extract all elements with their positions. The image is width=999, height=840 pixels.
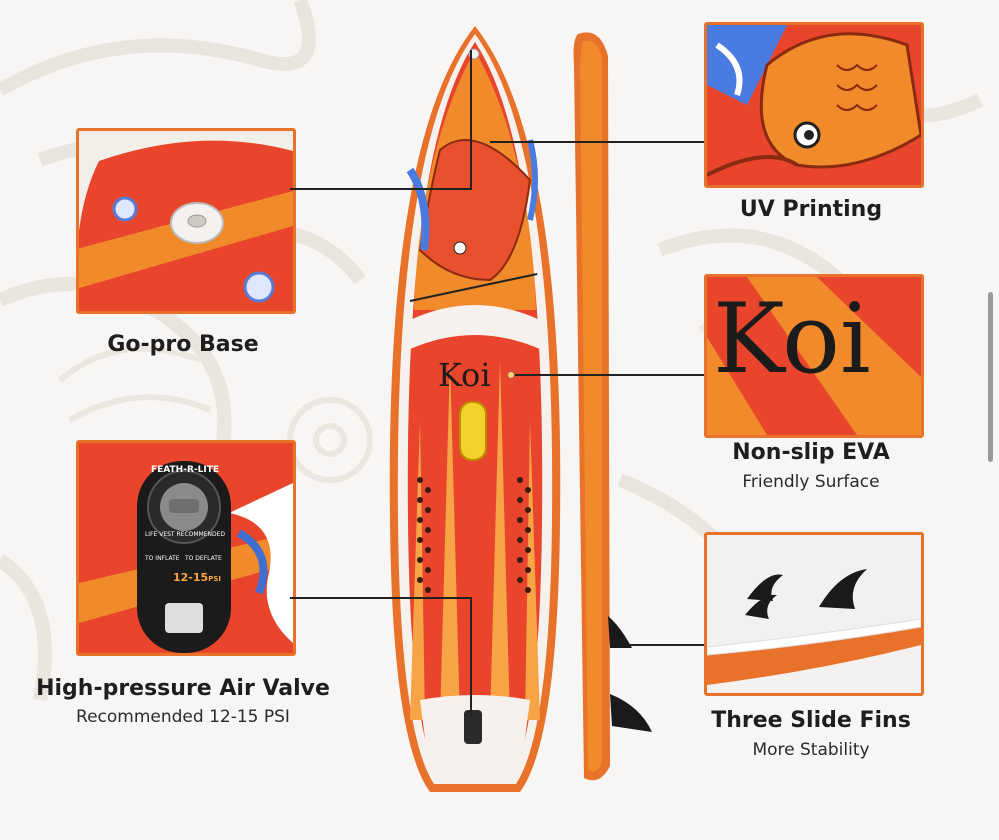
eva-texture	[707, 277, 921, 435]
valve-brand: FEATH-R-LITE	[150, 465, 219, 475]
valve-psi-value: 12-15	[173, 571, 209, 584]
air-valve-subtitle: Recommended 12-15 PSI	[76, 707, 290, 727]
connector-eva	[512, 374, 704, 376]
valve-deflate-label: TO DEFLATE	[185, 555, 222, 562]
paddle-board-side-view	[570, 26, 660, 796]
connector-uv	[490, 141, 704, 143]
slide-fins-panel	[704, 532, 924, 696]
koi-fish-illustration	[707, 25, 921, 185]
uv-printing-title: UV Printing	[739, 197, 883, 222]
connector-gopro-vertical	[470, 50, 472, 190]
gopro-mount-icon	[79, 131, 293, 311]
scrollbar[interactable]	[988, 292, 993, 462]
connector-valve-vertical	[470, 597, 472, 717]
paddle-board-top-view: Koi	[380, 20, 570, 800]
valve-psi-unit: PSI	[208, 575, 221, 583]
non-slip-eva-subtitle: Friendly Surface	[742, 472, 880, 492]
air-valve-panel: FEATH-R-LITE LIFE VEST RECOMMENDED TO IN…	[76, 440, 296, 656]
uv-printing-panel	[704, 22, 924, 188]
slide-fins-title: Three Slide Fins	[711, 708, 911, 733]
non-slip-eva-title: Non-slip EVA	[732, 440, 890, 465]
board-brand-text: Koi	[438, 356, 491, 394]
valve-inflate-label: TO INFLATE	[145, 555, 180, 562]
gopro-title: Go-pro Base	[107, 332, 259, 357]
air-valve-title: High-pressure Air Valve	[36, 676, 330, 701]
gopro-base-panel	[76, 128, 296, 314]
non-slip-eva-panel: Koi	[704, 274, 924, 438]
connector-gopro	[290, 188, 470, 190]
eva-brand-text: Koi	[713, 283, 871, 395]
connector-eva-dot	[507, 371, 515, 379]
valve-ring-text: LIFE VEST RECOMMENDED	[144, 531, 226, 538]
air-valve-icon	[79, 443, 293, 653]
slide-fins-subtitle: More Stability	[752, 740, 870, 760]
connector-valve	[290, 597, 472, 599]
fin-icon	[707, 535, 921, 693]
valve-psi-readout: 12-15PSI	[173, 571, 221, 584]
connector-fins	[630, 644, 704, 646]
